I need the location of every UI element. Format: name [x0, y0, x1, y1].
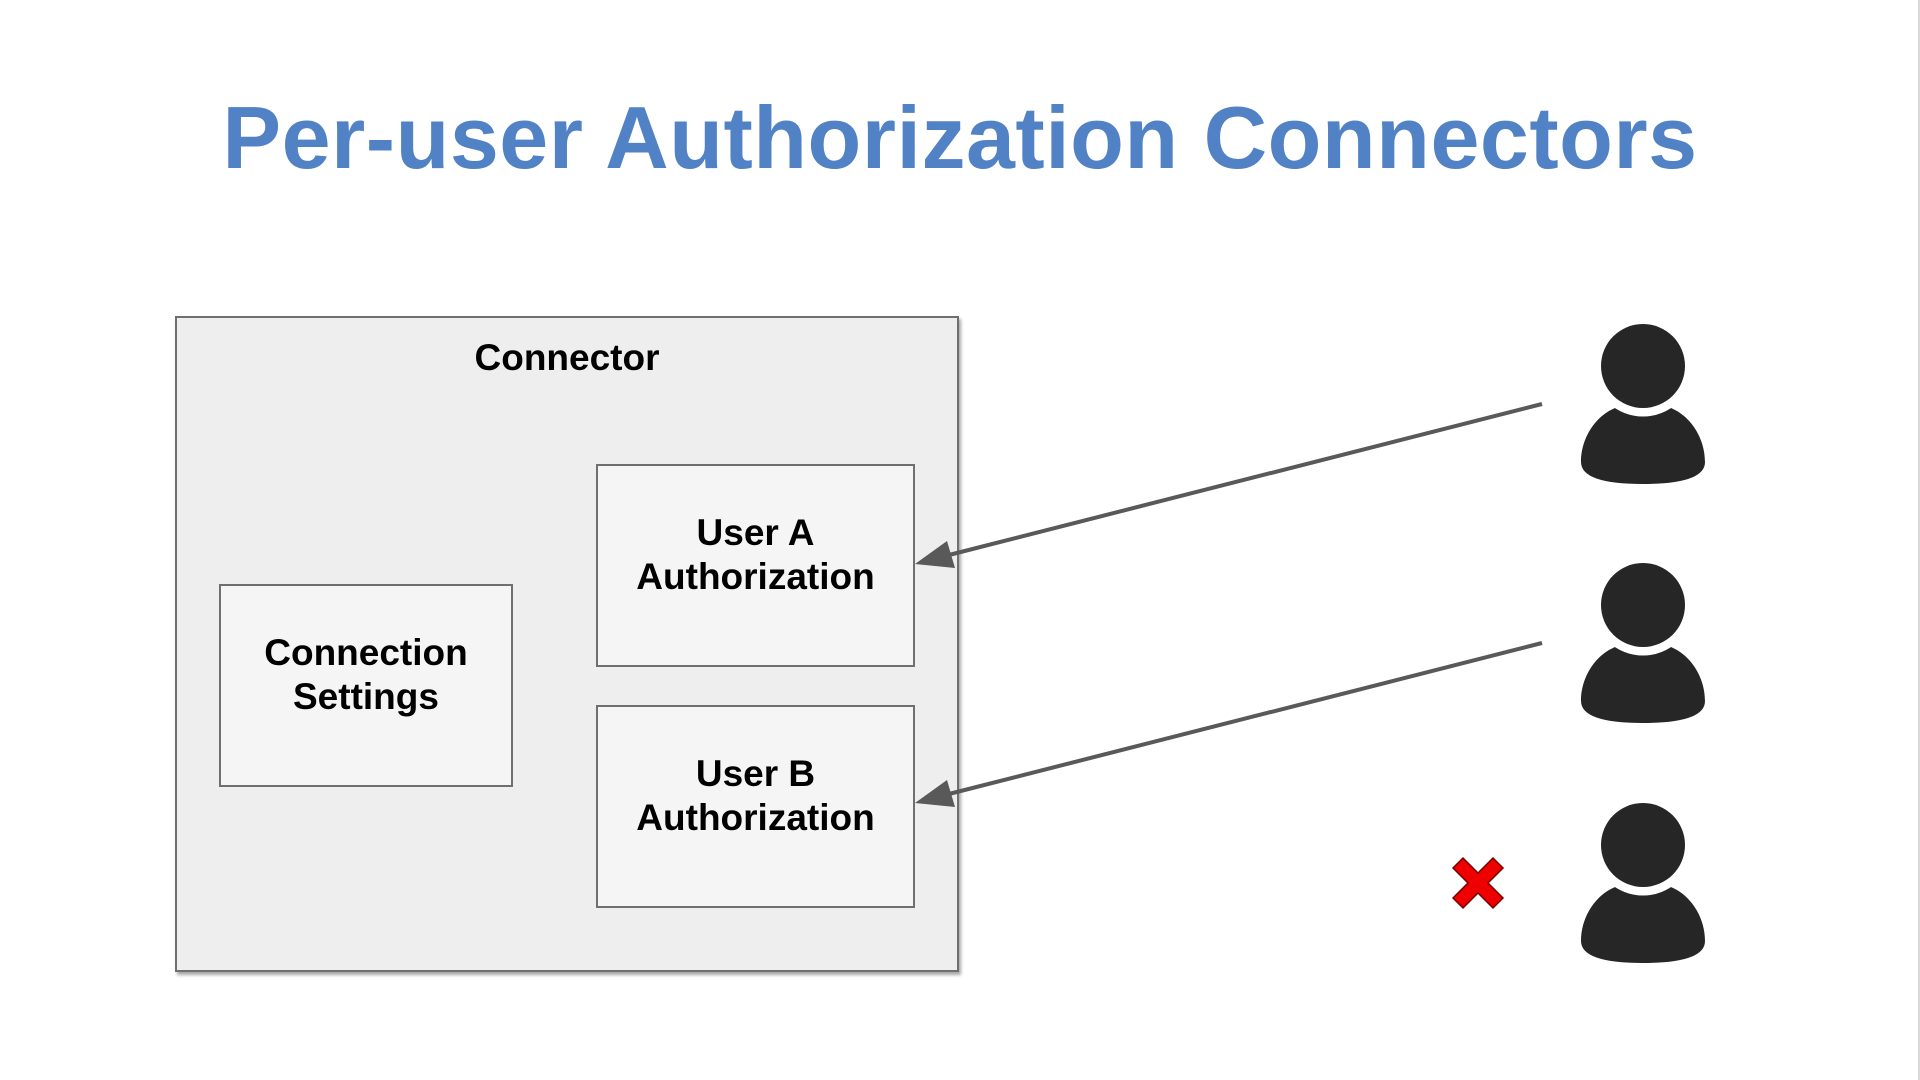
person-icon: [1581, 315, 1705, 484]
slide-title: Per-user Authorization Connectors: [222, 88, 1698, 187]
person-head-outline: [1592, 794, 1694, 896]
connection-settings-label: Connection Settings: [264, 631, 468, 717]
person-icon: [1581, 794, 1705, 963]
person-icon: [1581, 554, 1705, 723]
user-b-authorization-box: User B Authorization: [596, 705, 915, 908]
user-b-authorization-label: User B Authorization: [636, 752, 875, 838]
user-a-authorization-box: User A Authorization: [596, 464, 915, 667]
arrow-user-a: [915, 402, 1543, 568]
arrow-user-b: [915, 641, 1543, 807]
connection-settings-box: Connection Settings: [219, 584, 513, 787]
red-x-icon: [1451, 856, 1505, 910]
person-head-outline: [1592, 554, 1694, 656]
slide-edge-divider: [1918, 0, 1920, 1080]
connector-label: Connector: [474, 337, 660, 378]
person-head-outline: [1592, 315, 1694, 417]
user-a-authorization-label: User A Authorization: [636, 511, 875, 597]
